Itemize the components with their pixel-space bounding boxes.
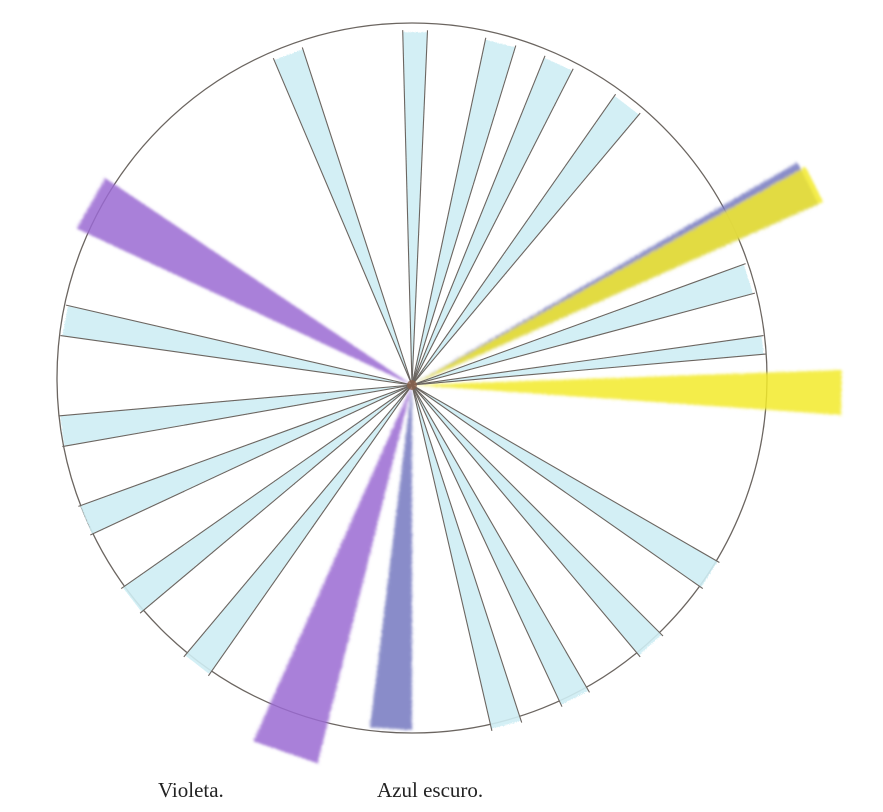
segment-line: [411, 384, 664, 637]
light-blue-segment: [412, 385, 522, 729]
light-blue-segment: [412, 264, 753, 385]
wheel-center: [407, 380, 417, 390]
segment-line: [411, 292, 756, 386]
light-blue-segment: [412, 39, 516, 385]
segment-line: [301, 47, 413, 386]
segment-line: [411, 335, 764, 386]
segment-line: [90, 384, 413, 536]
segment-line: [411, 384, 641, 658]
segment-line: [411, 37, 487, 386]
light-blue-segment: [185, 385, 412, 675]
colored-rays: [76, 162, 842, 764]
light-blue-segment: [412, 95, 639, 386]
light-blue-segment: [412, 385, 589, 705]
light-blue-segment: [412, 385, 662, 656]
segment-line: [411, 384, 523, 723]
segment-line: [411, 384, 720, 563]
segment-line: [411, 384, 493, 732]
segment-line: [60, 335, 413, 386]
violet-ray-upper: [76, 178, 412, 385]
segment-line: [411, 384, 590, 693]
dark-blue-ray-lower: [370, 385, 412, 730]
segment-line: [411, 384, 563, 707]
segment-line: [65, 304, 413, 386]
segment-line: [139, 384, 413, 614]
segment-line: [78, 384, 413, 507]
segment-line: [411, 68, 574, 386]
segment-line: [58, 384, 413, 417]
yellow-ray-middle: [412, 370, 842, 415]
segment-line: [411, 93, 617, 386]
light-blue-segment: [412, 385, 718, 588]
segment-line: [411, 45, 517, 386]
label-violet: Violeta.: [158, 778, 224, 802]
light-blue-segment: [80, 385, 413, 535]
segment-line: [207, 384, 413, 677]
segment-line: [411, 353, 766, 386]
segment-line: [62, 384, 413, 448]
segment-line: [402, 30, 413, 386]
light-blue-segment: [412, 57, 573, 385]
segment-line: [411, 112, 641, 386]
segment-line: [272, 57, 413, 386]
label-dark-blue: Azul escuro.: [377, 778, 484, 802]
violet-ray-lower: [253, 385, 412, 764]
light-blue-segments: [60, 32, 764, 729]
light-blue-segment: [274, 49, 412, 386]
yellow-ray-upper: [412, 166, 824, 385]
segment-line: [183, 384, 413, 658]
segment-line: [411, 263, 746, 386]
segment-line: [120, 384, 413, 590]
segment-lines: [58, 30, 766, 732]
segment-line: [411, 384, 704, 590]
segment-line: [411, 55, 546, 386]
segment-line: [411, 30, 429, 386]
light-blue-segment: [122, 385, 413, 612]
light-blue-segment: [402, 32, 428, 385]
